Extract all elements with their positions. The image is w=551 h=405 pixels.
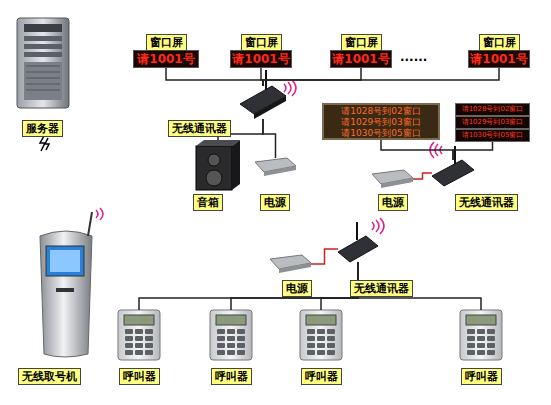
speaker: 音箱 [196, 140, 240, 190]
ellipsis-label: ...... [400, 50, 427, 64]
screen-title: 窗口屏 [341, 34, 382, 51]
screen-title: 窗口屏 [479, 34, 520, 51]
power-supply: 电源 [255, 158, 296, 176]
communicator-icon [240, 70, 286, 119]
screen-title: 窗口屏 [146, 34, 187, 51]
wireless-communicator: 无线通讯器 [338, 236, 378, 262]
caller-icon [300, 310, 342, 360]
caller: 呼叫器 [118, 310, 160, 360]
connector-line [139, 262, 358, 310]
led-text: 请1030号到05窗口 [455, 129, 530, 142]
wireless-signal [284, 80, 296, 96]
caller: 呼叫器 [300, 310, 342, 360]
power-icon [372, 170, 413, 188]
connector-line [453, 140, 493, 160]
power-supply: 电源 [270, 255, 311, 273]
screen-title: 窗口屏 [241, 34, 282, 51]
led-text: 请1001号 [331, 51, 391, 67]
led-text: 请1028号到02窗口 [455, 103, 530, 116]
caller: 呼叫器 [210, 310, 252, 360]
lightning-symbol [40, 136, 49, 151]
device-label: 电源 [260, 194, 290, 211]
device-label: 服务器 [22, 120, 63, 137]
power-supply: 电源 [372, 170, 413, 188]
connector-line [381, 140, 453, 160]
communicator-icon [338, 222, 378, 262]
led-display: 请1028号到02窗口请1029号到03窗口请1030号到05窗口 [455, 103, 530, 140]
caller-icon [460, 310, 502, 360]
server-icon [17, 18, 69, 108]
device-label: 无线取号机 [18, 368, 81, 385]
led-text: 请1001号 [469, 51, 529, 67]
window-screen: 窗口屏请1001号 [468, 50, 530, 68]
caller-icon [210, 310, 252, 360]
device-label: 呼叫器 [211, 368, 252, 385]
speaker-icon [196, 140, 240, 190]
wireless-signal [372, 218, 384, 234]
wireless-communicator: 无线通讯器 [240, 86, 286, 119]
connector-line [413, 173, 432, 179]
connector-line [166, 68, 263, 86]
device-label: 无线通讯器 [350, 280, 413, 297]
led-text: 请1029号到03窗口 [455, 116, 530, 129]
device-label: 电源 [282, 280, 312, 297]
ticket-kiosk: 无线取号机 [40, 212, 96, 360]
caller: 呼叫器 [460, 310, 502, 360]
device-label: 呼叫器 [119, 368, 160, 385]
connector-line [263, 68, 361, 86]
led-text: 请1028号到02窗口 [324, 106, 438, 116]
caller-icon [118, 310, 160, 360]
connector-line [263, 119, 276, 158]
device-label: 音箱 [193, 194, 223, 211]
connector-line [311, 249, 338, 264]
led-text: 请1001号 [231, 51, 291, 67]
device-label: 无线通讯器 [455, 194, 518, 211]
window-screen: 窗口屏请1001号 [330, 50, 392, 68]
power-icon [255, 158, 296, 176]
window-screen: 窗口屏请1001号 [230, 50, 292, 68]
device-label: 呼叫器 [461, 368, 502, 385]
led-text: 请1001号 [134, 51, 198, 67]
connector-line [231, 262, 358, 310]
server: 服务器 [17, 18, 69, 108]
wireless-communicator: 无线通讯器 [432, 160, 474, 186]
device-label: 无线通讯器 [168, 120, 231, 137]
connector-line [263, 68, 499, 86]
device-label: 呼叫器 [301, 368, 342, 385]
wireless-signal [96, 208, 103, 220]
power-icon [270, 255, 311, 273]
kiosk-icon [40, 212, 92, 357]
led-display: 请1028号到02窗口请1029号到03窗口请1030号到05窗口 [322, 103, 440, 140]
led-text: 请1029号到03窗口 [324, 117, 438, 127]
device-label: 电源 [378, 194, 408, 211]
window-screen: 窗口屏请1001号 [133, 50, 199, 68]
led-text: 请1030号到05窗口 [324, 128, 438, 138]
